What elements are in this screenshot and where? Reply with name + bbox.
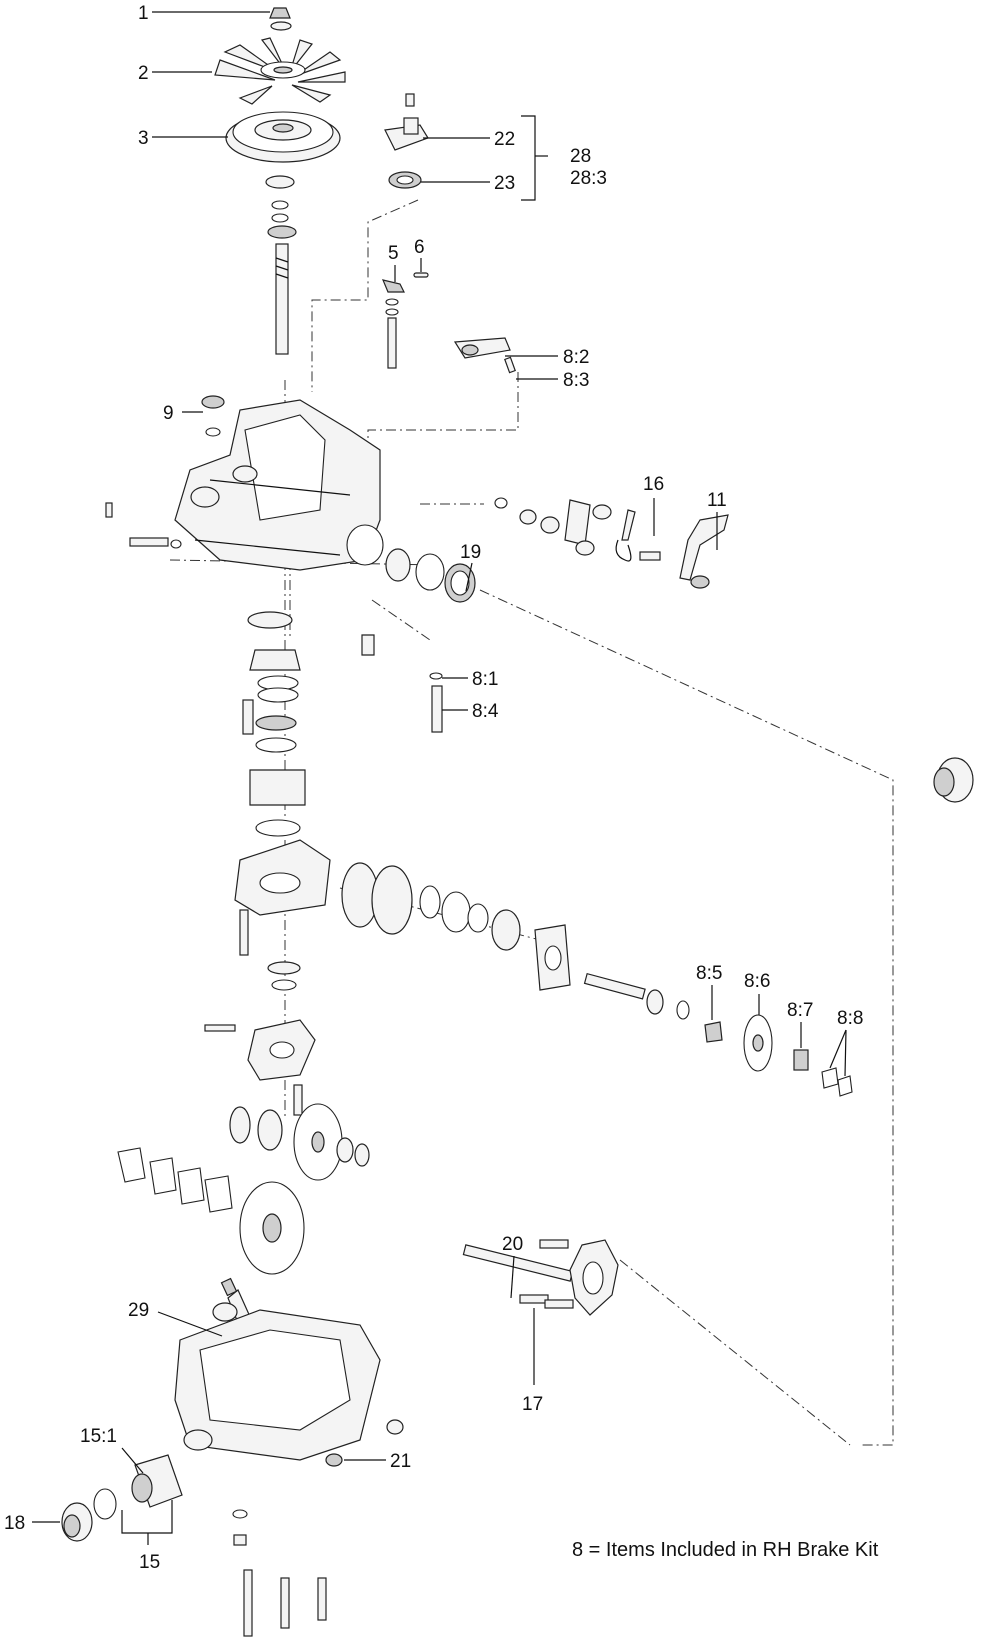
center-section — [234, 839, 331, 956]
callout-1: 1 — [138, 3, 270, 24]
svg-text:11: 11 — [707, 490, 727, 511]
shaft-left — [105, 502, 182, 549]
svg-text:15: 15 — [139, 1552, 160, 1573]
callout-8-3: 8:3 — [516, 370, 589, 391]
callout-8-5: 8:5 — [696, 963, 722, 1020]
svg-text:2: 2 — [138, 63, 149, 84]
svg-text:9: 9 — [163, 403, 174, 424]
callout-20: 20 — [502, 1234, 523, 1299]
housing-lower — [174, 1302, 404, 1461]
disc-part-8-6 — [743, 1014, 773, 1072]
svg-text:5: 5 — [388, 243, 399, 264]
callout-16: 16 — [643, 474, 664, 536]
svg-text:20: 20 — [502, 1234, 523, 1255]
end-cap-far-right — [933, 757, 974, 803]
filter-part-15-1 — [131, 1454, 183, 1508]
bolts-bottom — [232, 1509, 327, 1637]
callout-9: 9 — [163, 403, 203, 424]
svg-text:19: 19 — [460, 542, 481, 563]
svg-text:17: 17 — [522, 1394, 543, 1415]
plug-part-21 — [325, 1453, 343, 1467]
svg-text:1: 1 — [138, 3, 149, 24]
cap-part-9 — [201, 395, 225, 437]
input-shaft-stack — [265, 175, 297, 355]
callout-15-bracket: 15 — [121, 1500, 173, 1573]
svg-text:8:2: 8:2 — [563, 347, 589, 368]
output-shaft-brake — [583, 972, 690, 1020]
housing-upper — [174, 399, 384, 571]
callout-23: 23 — [421, 173, 515, 194]
callout-11: 11 — [707, 490, 727, 550]
seal-part-23 — [388, 171, 422, 189]
gear-set — [229, 1103, 370, 1181]
callout-21: 21 — [344, 1451, 411, 1472]
svg-text:3: 3 — [138, 128, 149, 149]
svg-text:18: 18 — [4, 1513, 25, 1534]
svg-text:16: 16 — [643, 474, 664, 495]
svg-text:8:7: 8:7 — [787, 1000, 813, 1021]
callout-2: 2 — [138, 63, 212, 84]
lower-pump-block — [204, 961, 316, 1116]
callout-29: 29 — [128, 1300, 223, 1337]
callout-8-8: 8:8 — [829, 1008, 863, 1077]
svg-text:8:8: 8:8 — [837, 1008, 863, 1029]
cylinder-block — [341, 862, 571, 991]
svg-text:15:1: 15:1 — [80, 1426, 117, 1447]
svg-text:6: 6 — [414, 237, 425, 258]
bearing-part-19 — [385, 548, 476, 603]
svg-text:8:5: 8:5 — [696, 963, 722, 984]
callout-28-bracket: 28 28:3 — [521, 115, 607, 201]
svg-text:8:3: 8:3 — [563, 370, 589, 391]
pump-stack — [242, 611, 306, 837]
spring-part-16 — [615, 509, 636, 562]
callout-8-7: 8:7 — [787, 1000, 813, 1048]
studs-part-17 — [519, 1239, 574, 1309]
nut-part-1 — [269, 7, 292, 31]
callout-8-2: 8:2 — [505, 347, 589, 368]
arm-part-22 — [384, 93, 429, 151]
pin-part-6 — [413, 272, 429, 278]
callout-3: 3 — [138, 128, 228, 149]
callout-8-4: 8:4 — [442, 701, 499, 722]
pulley-part-3 — [225, 111, 341, 163]
brake-arm-part-11 — [639, 514, 729, 589]
callout-22: 22 — [423, 129, 515, 150]
svg-text:21: 21 — [390, 1451, 411, 1472]
callout-8-6: 8:6 — [744, 971, 770, 1015]
callout-18: 18 — [4, 1513, 60, 1534]
svg-text:28: 28 — [570, 146, 591, 167]
pin-part-8-3 — [504, 356, 516, 374]
callout-19: 19 — [460, 542, 481, 592]
svg-text:29: 29 — [128, 1300, 149, 1321]
plug-part-18 — [61, 1502, 93, 1542]
svg-text:22: 22 — [494, 129, 515, 150]
clip-rack — [117, 1147, 305, 1275]
pad-part-8-7 — [793, 1049, 809, 1071]
brake-part-8-5 — [704, 1021, 723, 1043]
callout-15-1: 15:1 — [80, 1426, 144, 1474]
callout-8-1: 8:1 — [442, 669, 498, 690]
valve-part-8-1-8-4 — [361, 634, 443, 733]
fan-part-2 — [214, 37, 346, 105]
shims-part-8-8 — [821, 1067, 853, 1097]
svg-text:8:6: 8:6 — [744, 971, 770, 992]
callout-6: 6 — [414, 237, 425, 272]
control-part-5 — [381, 279, 405, 369]
callout-17: 17 — [522, 1308, 543, 1415]
footnote-brake-kit: 8 = Items Included in RH Brake Kit — [572, 1539, 879, 1561]
svg-text:28:3: 28:3 — [570, 168, 607, 189]
linkage-assembly — [494, 497, 612, 556]
oring-part-15 — [93, 1488, 117, 1520]
svg-text:8:1: 8:1 — [472, 669, 498, 690]
svg-text:8:4: 8:4 — [472, 701, 499, 722]
callout-5: 5 — [388, 243, 399, 282]
axle-part-20 — [462, 1239, 619, 1316]
svg-text:23: 23 — [494, 173, 515, 194]
lever-part-8-2 — [453, 337, 511, 359]
